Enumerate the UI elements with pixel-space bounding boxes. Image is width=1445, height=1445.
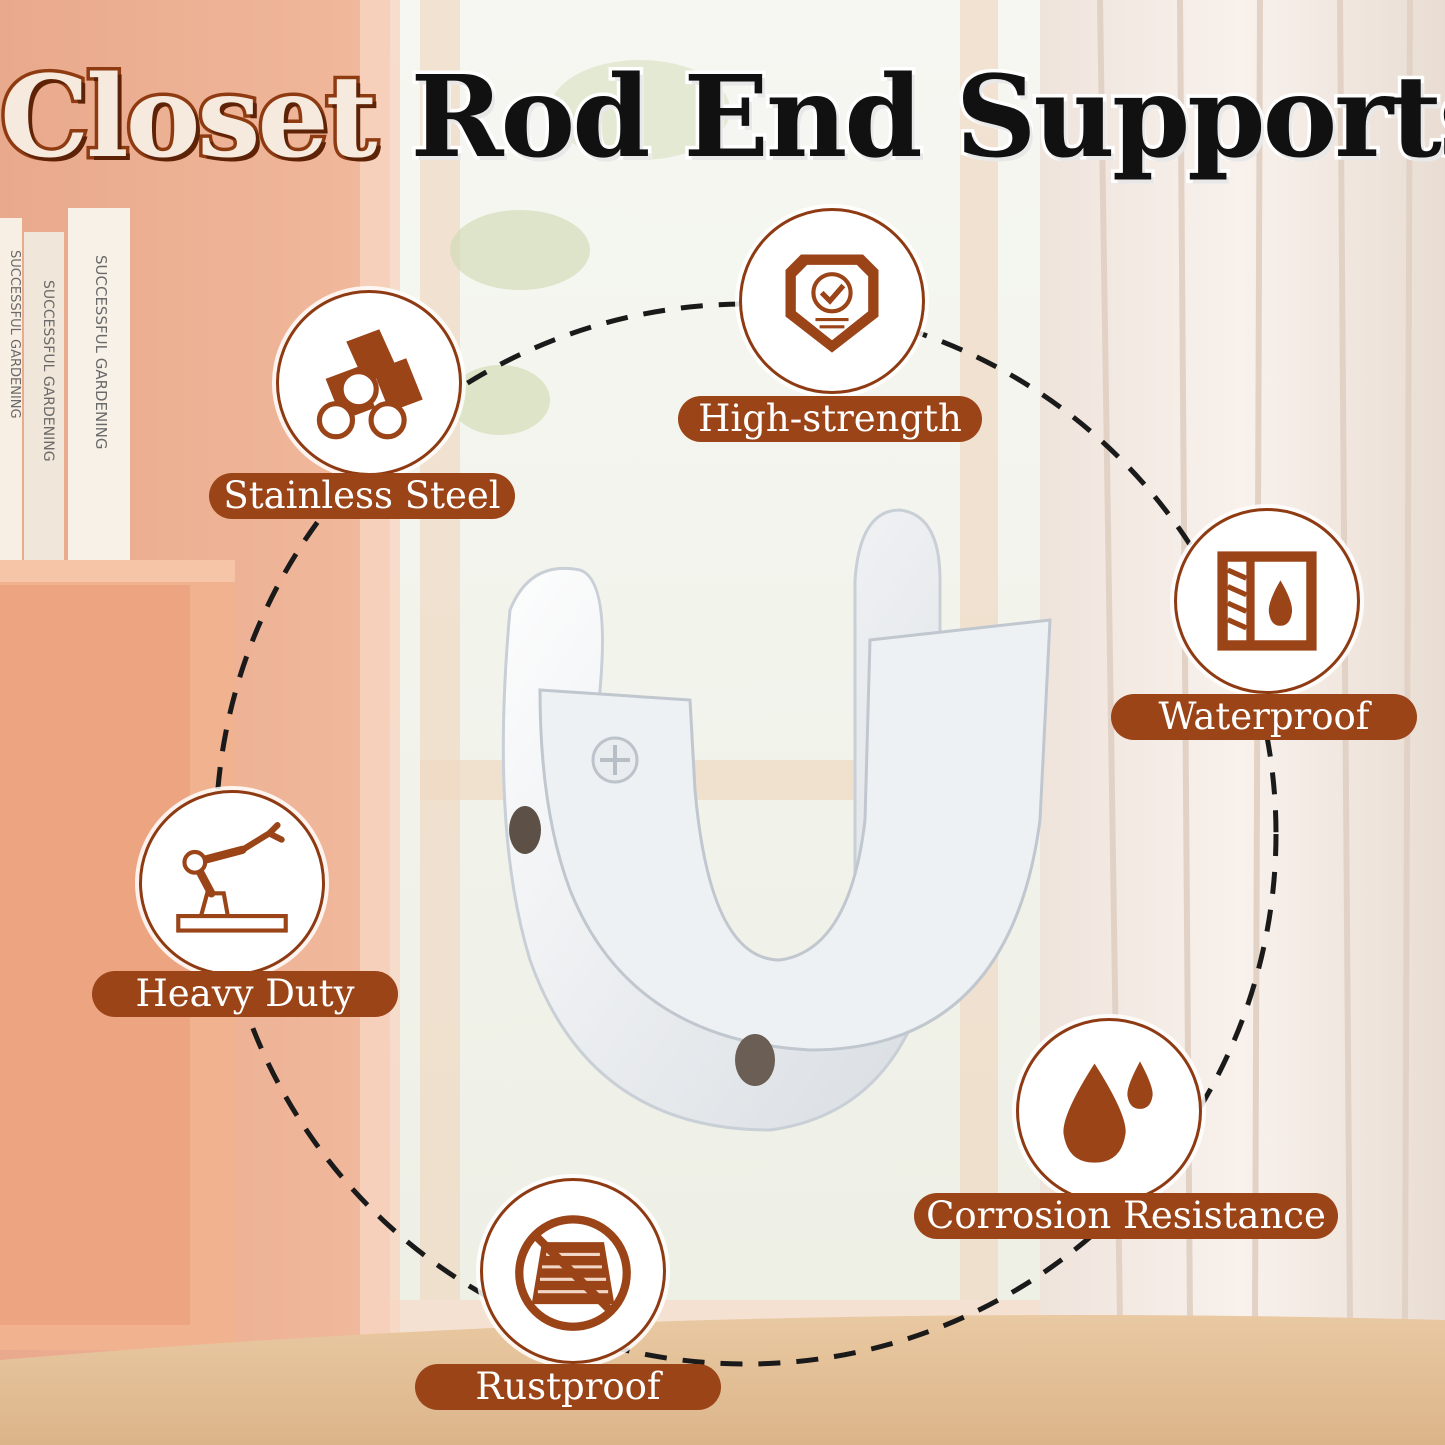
book-spine: SUCCESSFUL GARDENING <box>40 280 56 462</box>
feature-label-corrosion-resistance: Corrosion Resistance <box>914 1193 1338 1239</box>
feature-badge-waterproof <box>1174 508 1360 694</box>
shield-check-icon <box>785 254 879 353</box>
page-title: Closet Rod End Supports <box>0 58 1445 177</box>
feature-label-waterproof: Waterproof <box>1111 694 1417 740</box>
robot-arm-icon <box>176 822 288 933</box>
water-drops-icon <box>1063 1061 1153 1163</box>
book-spine: SUCCESSFUL GARDENING <box>92 255 110 450</box>
feature-label-stainless-steel: Stainless Steel <box>209 473 515 519</box>
rod-support-bracket-image <box>501 508 1052 1132</box>
steel-rods-icon <box>316 329 423 440</box>
feature-badge-corrosion-resistance <box>1016 1018 1202 1204</box>
feature-label-heavy-duty: Heavy Duty <box>92 971 398 1017</box>
dashed-ring <box>213 301 1279 1367</box>
feature-badge-heavy-duty <box>139 790 325 976</box>
no-rust-icon <box>515 1215 631 1331</box>
title-accent-word: Closet <box>0 52 381 183</box>
feature-label-rustproof: Rustproof <box>415 1364 721 1410</box>
feature-badge-stainless-steel <box>276 290 462 476</box>
feature-label-high-strength: High-strength <box>678 396 982 442</box>
feature-badge-rustproof <box>480 1178 666 1364</box>
waterproof-panel-icon <box>1217 551 1317 651</box>
book-spine: SUCCESSFUL GARDENING <box>7 250 22 419</box>
title-main-words: Rod End Supports <box>407 52 1445 183</box>
feature-badge-high-strength <box>739 208 925 394</box>
